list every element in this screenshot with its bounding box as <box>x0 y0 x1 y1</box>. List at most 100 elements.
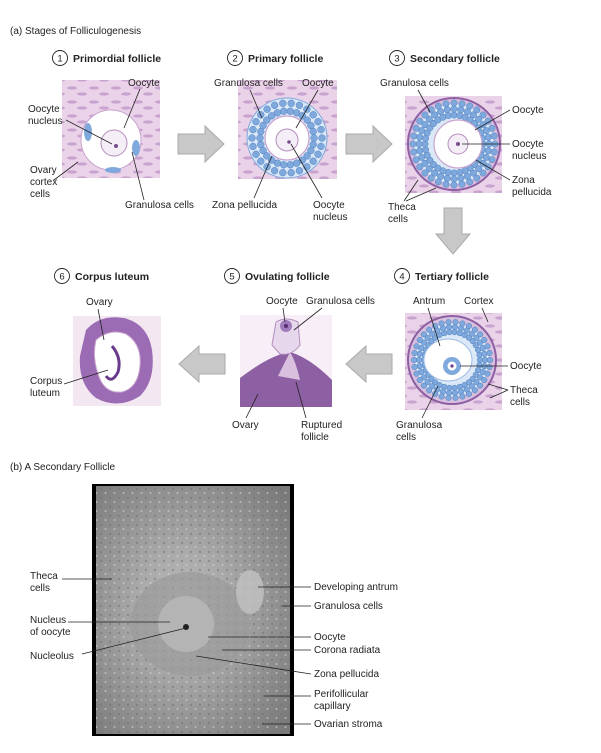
stage2-labels: Granulosa cells Oocyte Zona pellucida Oo… <box>212 78 347 223</box>
svg-text:nucleus: nucleus <box>28 116 62 127</box>
granulosa-cell <box>457 106 465 114</box>
svg-text:Nucleus: Nucleus <box>30 615 66 626</box>
svg-text:Corpus: Corpus <box>30 376 62 387</box>
svg-text:follicle: follicle <box>301 432 329 443</box>
granulosa-cell <box>413 343 420 350</box>
granulosa-cell <box>443 174 451 182</box>
granulosa-cell <box>431 111 439 119</box>
stage-title-2: 2 Primary follicle <box>227 50 323 66</box>
granulosa-cell <box>410 356 418 364</box>
svg-text:5: 5 <box>229 272 234 283</box>
granulosa-cell <box>280 107 288 115</box>
granulosa-cell <box>295 101 304 109</box>
granulosa-cell <box>450 105 458 113</box>
arrow-5-to-6 <box>178 344 226 384</box>
svg-text:Ovary: Ovary <box>232 420 259 431</box>
granulosa-cell <box>309 111 317 119</box>
svg-text:Oocyte: Oocyte <box>510 361 542 372</box>
svg-text:4: 4 <box>399 272 404 283</box>
granulosa-cell <box>488 156 496 164</box>
granulosa-cell <box>249 142 257 151</box>
granulosa-cell <box>416 117 424 125</box>
svg-text:Developing antrum: Developing antrum <box>314 582 398 593</box>
granulosa-cell <box>273 159 282 167</box>
granulosa-cell <box>415 140 423 148</box>
granulosa-cell <box>426 387 433 394</box>
svg-text:Antrum: Antrum <box>413 296 445 307</box>
granulosa-cell <box>469 111 477 119</box>
svg-text:cells: cells <box>510 397 530 408</box>
stage4-labels: Antrum Cortex Oocyte Theca cells Granulo… <box>396 296 542 443</box>
secondary-follicle-illustration <box>405 96 502 193</box>
ovulating-follicle-illustration <box>240 315 332 407</box>
granulosa-cell <box>279 99 287 107</box>
granulosa-cell <box>452 394 459 401</box>
granulosa-cell <box>409 140 417 148</box>
granulosa-cell <box>450 169 458 177</box>
granulosa-cell <box>450 175 458 183</box>
granulosa-cell <box>252 150 260 158</box>
granulosa-cell <box>273 109 282 117</box>
granulosa-cell <box>287 99 295 107</box>
granulosa-cell <box>484 343 491 350</box>
secondary-follicle-micrograph <box>92 484 294 736</box>
arrow-2-to-3 <box>345 124 393 164</box>
granulosa-cell <box>421 159 429 167</box>
svg-text:Zona pellucida: Zona pellucida <box>314 669 379 680</box>
granulosa-cell <box>287 169 295 177</box>
granulosa-cell <box>476 351 483 358</box>
granulosa-cell <box>263 116 271 124</box>
svg-text:Oocyte: Oocyte <box>512 105 544 116</box>
granulosa-cell <box>484 117 492 125</box>
svg-text:Ruptured: Ruptured <box>301 420 342 431</box>
granulosa-cell <box>314 118 322 126</box>
granulosa-cell <box>458 180 466 188</box>
granulosa-cell <box>465 379 472 386</box>
granulosa-cell <box>248 134 256 142</box>
granulosa-cell <box>465 322 472 330</box>
arrow-4-to-5 <box>345 344 393 384</box>
tertiary-follicle-illustration <box>405 313 502 410</box>
granulosa-cell <box>257 140 265 149</box>
stage-title-1: 1 Primordial follicle <box>52 50 161 66</box>
granulosa-cell <box>481 376 488 384</box>
svg-text:Oocyte: Oocyte <box>314 632 346 643</box>
granulosa-cell <box>412 156 420 164</box>
granulosa-cell <box>425 115 433 123</box>
granulosa-cell <box>292 159 301 167</box>
granulosa-cell <box>442 100 450 108</box>
svg-text:Oocyte: Oocyte <box>313 200 345 211</box>
granulosa-cell <box>466 102 474 110</box>
svg-text:Granulosa cells: Granulosa cells <box>125 200 194 211</box>
granulosa-cell <box>317 125 325 134</box>
svg-text:nucleus: nucleus <box>512 151 546 162</box>
granulosa-cell <box>431 169 439 177</box>
svg-text:Theca: Theca <box>510 385 538 396</box>
granulosa-cell <box>420 331 427 338</box>
svg-text:Granulosa cells: Granulosa cells <box>314 601 383 612</box>
granulosa-cell <box>416 363 423 370</box>
granulosa-cell <box>481 336 488 344</box>
granulosa-cell <box>472 371 479 378</box>
svg-text:Zona pellucida: Zona pellucida <box>212 200 277 211</box>
granulosa-cell <box>286 161 294 169</box>
micrograph-labels: Theca cells Nucleus of oocyte Nucleolus … <box>30 571 398 730</box>
svg-text:Ovulating follicle: Ovulating follicle <box>245 271 330 283</box>
granulosa-cell <box>410 132 418 140</box>
granulosa-cell <box>475 165 483 173</box>
granulosa-cell <box>252 118 260 126</box>
granulosa-cell <box>263 152 271 160</box>
granulosa-cell <box>434 102 442 110</box>
granulosa-cell <box>468 330 475 337</box>
granulosa-cell <box>490 132 498 140</box>
granulosa-cell <box>450 99 458 107</box>
granulosa-cell <box>410 148 418 156</box>
granulosa-cell <box>257 157 265 165</box>
granulosa-cell <box>310 134 318 142</box>
svg-text:of oocyte: of oocyte <box>30 627 71 638</box>
granulosa-cell <box>421 111 429 119</box>
granulosa-cell <box>486 356 494 364</box>
granulosa-cell <box>445 319 452 326</box>
svg-text:Zona: Zona <box>512 175 535 186</box>
stage-title-4: 4 Tertiary follicle <box>394 268 489 284</box>
